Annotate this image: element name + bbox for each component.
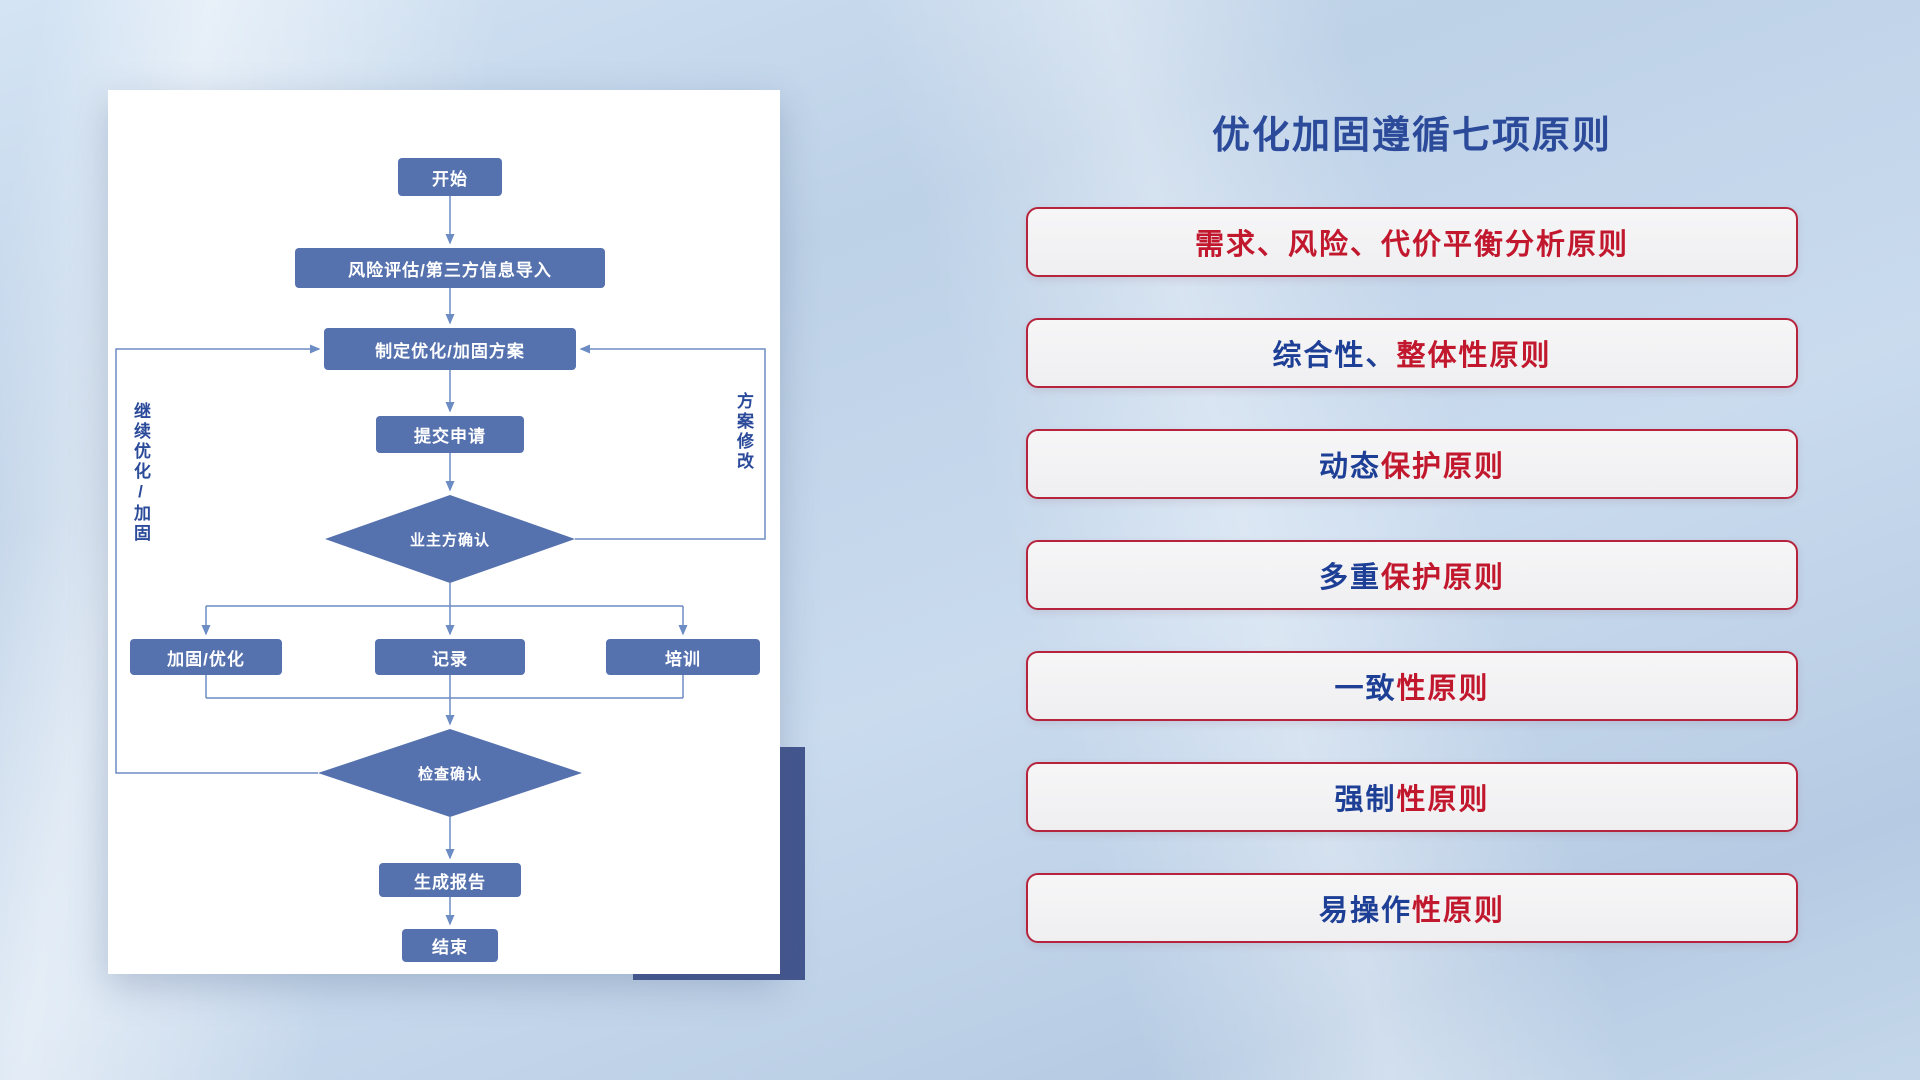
principle-item-5: 一致性原则 (1026, 651, 1798, 721)
principle-6-text-red: 性原则 (1396, 784, 1490, 816)
principle-6-text-blue: 强制 (1334, 784, 1397, 816)
principles-panel: 优化加固遵循七项原则 需求、风险、代价平衡分析原则 综合性、整体性原则 动态保护… (1026, 104, 1798, 943)
principles-list: 需求、风险、代价平衡分析原则 综合性、整体性原则 动态保护原则 多重保护原则 一… (1026, 207, 1798, 943)
flow-node-reinforce: 加固/优化 (130, 639, 282, 675)
flow-node-end: 结束 (402, 929, 498, 962)
principle-3-text-red: 保护原则 (1381, 451, 1506, 483)
principle-4-text-red: 保护原则 (1381, 562, 1506, 594)
flow-node-make-plan: 制定优化/加固方案 (324, 328, 576, 370)
principle-3-text-blue: 动态 (1318, 451, 1381, 483)
flow-node-risk-import: 风险评估/第三方信息导入 (295, 248, 605, 288)
principle-5-text-red: 性原则 (1396, 673, 1490, 705)
principle-2-text-blue: 综合性、 (1272, 340, 1397, 372)
flowchart-card: 开始 风险评估/第三方信息导入 制定优化/加固方案 提交申请 业主方确认 加固/… (108, 90, 780, 974)
flowchart-connectors (115, 196, 766, 926)
principles-title: 优化加固遵循七项原则 (1211, 115, 1612, 157)
flow-node-training: 培训 (606, 639, 760, 675)
principle-item-3: 动态保护原则 (1026, 429, 1798, 499)
principle-7-text-blue: 易操作 (1318, 895, 1412, 927)
flow-node-report: 生成报告 (379, 863, 521, 897)
principle-item-2: 综合性、整体性原则 (1026, 318, 1798, 388)
flow-node-record: 记录 (375, 639, 525, 675)
principle-2-text-red: 整体性原则 (1396, 340, 1552, 372)
principle-item-6: 强制性原则 (1026, 762, 1798, 832)
principle-5-text-blue: 一致 (1334, 673, 1397, 705)
principle-item-4: 多重保护原则 (1026, 540, 1798, 610)
flow-label-continue-optimize: 继续优化/加固 (131, 402, 150, 544)
principle-item-7: 易操作性原则 (1026, 873, 1798, 943)
principle-item-1: 需求、风险、代价平衡分析原则 (1026, 207, 1798, 277)
flow-node-submit: 提交申请 (376, 416, 524, 453)
principle-1-text-red: 需求、风险、代价平衡分析原则 (1194, 229, 1629, 261)
principle-4-text-blue: 多重 (1318, 562, 1381, 594)
flow-label-plan-modify: 方案修改 (734, 392, 753, 472)
flow-node-start: 开始 (398, 158, 502, 196)
principle-7-text-red: 性原则 (1412, 895, 1506, 927)
